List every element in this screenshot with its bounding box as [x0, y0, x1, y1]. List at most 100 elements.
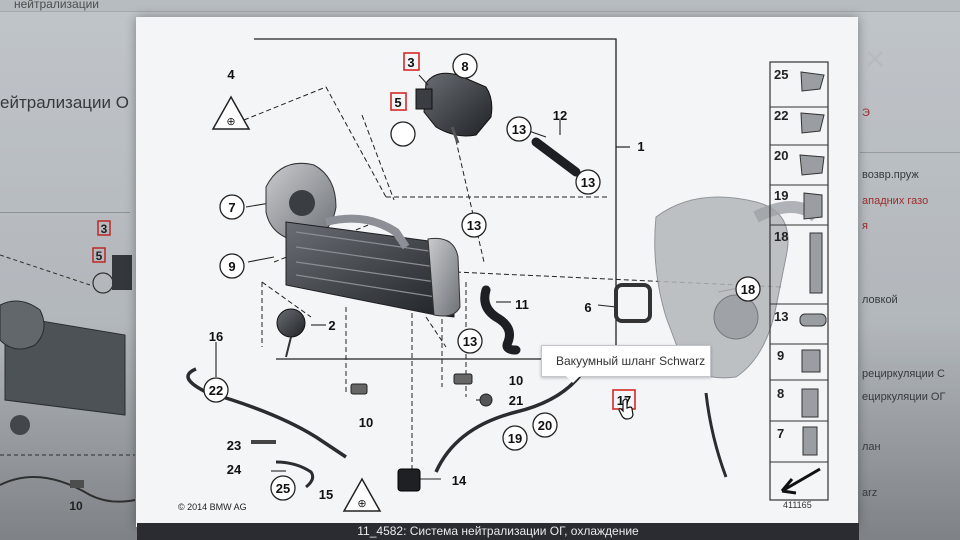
thumb-callout-5: 5	[96, 249, 103, 263]
strip-label-25: 25	[774, 67, 788, 82]
background-right-item-6[interactable]: ециркуляции ОГ	[862, 391, 946, 403]
strip-label-13: 13	[774, 309, 788, 324]
background-divider	[0, 212, 130, 213]
callout-13-c: 13	[467, 218, 481, 233]
back-arrow-icon	[780, 467, 821, 495]
dashed-leaders	[243, 86, 782, 482]
callout-9: 9	[228, 259, 235, 274]
callout-10-a: 10	[509, 373, 523, 388]
tooltip-arrow	[566, 376, 580, 383]
egr-cooler-fins	[295, 231, 437, 298]
thumb-valve	[112, 255, 132, 290]
hose-11	[480, 285, 521, 355]
egr-valve-connector	[415, 88, 433, 110]
egr-cooler-port	[289, 190, 315, 216]
background-right-item-5[interactable]: рециркуляции С	[862, 368, 945, 380]
screw-10b	[453, 373, 473, 385]
egr-valve-stem	[450, 126, 460, 144]
thumb-box-3	[97, 220, 111, 236]
strip-label-18: 18	[774, 229, 788, 244]
callout-20: 20	[538, 418, 552, 433]
background-right-red-mark: Э	[862, 107, 870, 119]
callout-10-b: 10	[359, 415, 373, 430]
image-number: 411165	[783, 500, 812, 510]
callout-22: 22	[209, 383, 223, 398]
callout-3: 3	[407, 55, 414, 70]
callout-6: 6	[584, 300, 591, 315]
callout-4: 4	[227, 67, 235, 82]
background-right-item-7[interactable]: лан	[862, 441, 881, 453]
callout-16: 16	[209, 329, 223, 344]
assembly-frame	[254, 38, 617, 360]
parts-strip: 25 22 20 19 18 13 9 8 7	[769, 61, 829, 501]
background-right-divider	[860, 152, 960, 153]
callout-13-a: 13	[512, 122, 526, 137]
thumb-actuator	[10, 415, 30, 435]
vacuum-line-24	[275, 460, 315, 489]
vacuum-actuator-rod	[285, 336, 292, 358]
thumb-flange	[0, 300, 45, 350]
thumb-hose	[0, 476, 135, 503]
callout-18: 18	[741, 282, 755, 297]
vacuum-line-17	[704, 392, 728, 478]
strip-label-7: 7	[777, 426, 784, 441]
background-heading: ейтрализации О	[0, 93, 129, 112]
exploded-parts-diagram[interactable]: ⊕ ⊕ 8 13 13 13 13 7 9 18 22 25 19 20 10 …	[136, 17, 858, 523]
strip-label-20: 20	[774, 148, 788, 163]
strip-label-9: 9	[777, 348, 784, 363]
warning-triangle-icon-4	[211, 95, 251, 130]
gasket-6	[614, 283, 652, 323]
thumb-leader-1	[0, 254, 91, 286]
close-icon[interactable]: ×	[864, 38, 886, 79]
washer-21	[479, 393, 493, 407]
callout-8: 8	[461, 59, 468, 74]
vacuum-line-19	[434, 366, 588, 473]
egr-cooler-tube	[325, 214, 410, 250]
callout-7: 7	[228, 200, 235, 215]
callout-13-d: 13	[463, 334, 477, 349]
callout-ring-blank: 10	[402, 138, 404, 140]
hand-cursor-icon	[618, 398, 634, 420]
background-right-item-2[interactable]: ападних газо	[862, 195, 929, 207]
thumb-bolt	[70, 480, 84, 488]
callout-12: 12	[553, 108, 567, 123]
callout-19: 19	[508, 431, 522, 446]
plain-callouts: 1 2 4 6 10 11 12 14 15 16 21 23 24	[209, 67, 645, 502]
copyright-label: © 2014 BMW AG	[178, 502, 247, 512]
warning-triangle-icon-15	[342, 477, 382, 512]
egr-cooler-end	[427, 237, 461, 317]
thumb-callout-10: 10	[69, 499, 83, 513]
callout-3-leader	[418, 74, 429, 86]
egr-cooler-body	[285, 221, 455, 318]
callout-15: 15	[319, 487, 333, 502]
callout-2: 2	[328, 318, 335, 333]
manifold-flange	[713, 294, 759, 340]
callout-25: 25	[276, 481, 290, 496]
background-right-item-4[interactable]: ловкой	[862, 294, 898, 306]
circle-callouts: 8 13 13 13 13 7 9 18 22 25 19 20 10	[203, 53, 761, 501]
callout-5: 5	[394, 95, 401, 110]
background-tab-label: нейтрализации	[14, 0, 100, 11]
vacuum-actuator	[276, 308, 306, 338]
thumb-box-5	[92, 247, 106, 263]
background-top-bar: нейтрализации	[0, 0, 960, 12]
strip-label-22: 22	[774, 108, 788, 123]
background-diagram-thumbnail[interactable]: 3 5 10	[0, 215, 135, 515]
callout-1: 1	[637, 139, 644, 154]
callout-14: 14	[452, 473, 467, 488]
strip-label-8: 8	[777, 386, 784, 401]
background-right-item-3[interactable]: я	[862, 220, 868, 232]
screw-10a	[350, 383, 368, 395]
warning-triangle-symbol-4: ⊕	[226, 116, 235, 128]
thumb-callout-3: 3	[101, 222, 108, 236]
diagram-caption: 11_4582: Система нейтрализации ОГ, охлаж…	[137, 523, 859, 540]
background-right-item-8[interactable]: arz	[862, 487, 878, 499]
callout-13-b: 13	[581, 175, 595, 190]
callout-23: 23	[227, 438, 241, 453]
background-right-item-1[interactable]: возвр.пруж	[862, 169, 919, 181]
part-tooltip: Вакуумный шланг Schwarz	[541, 345, 711, 377]
strip-part-icons	[799, 71, 827, 456]
warning-triangle-symbol-15: ⊕	[357, 498, 366, 510]
exhaust-manifold	[654, 196, 789, 379]
solenoid-14	[397, 468, 421, 492]
